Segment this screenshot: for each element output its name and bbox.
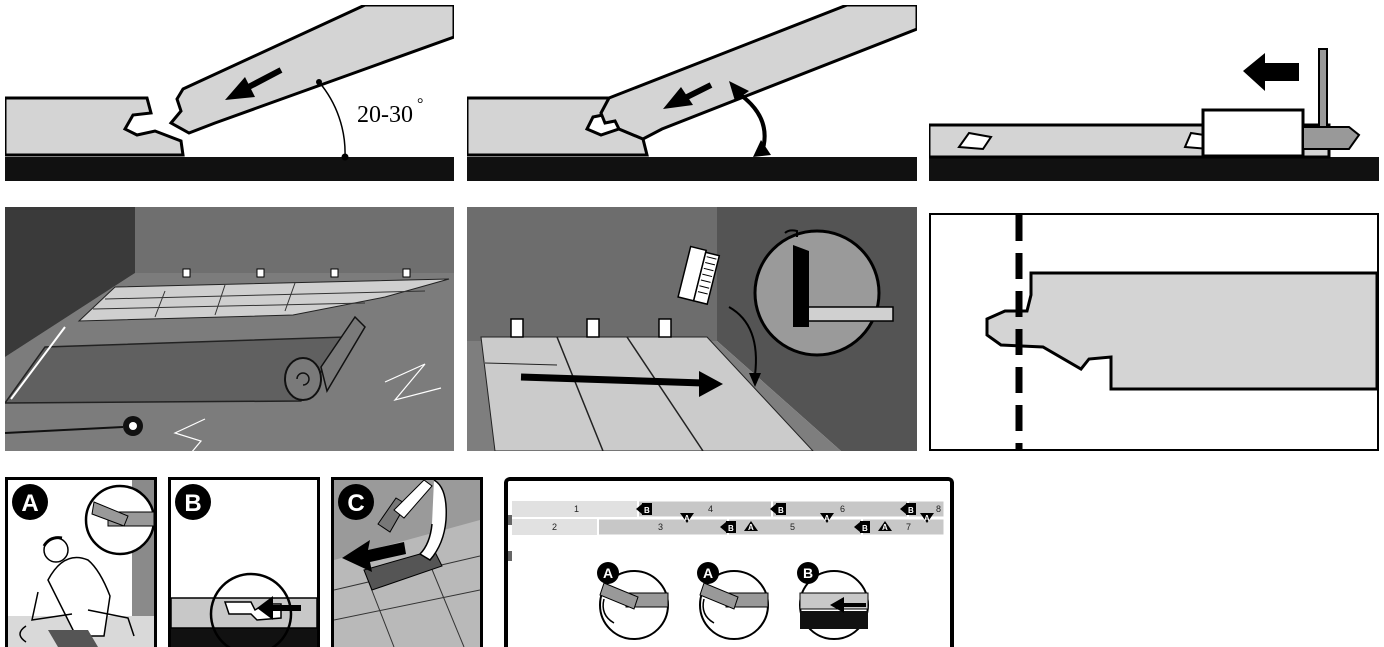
floor-base — [5, 157, 454, 181]
underlay-roll — [285, 358, 321, 400]
panel-tap-block — [929, 5, 1379, 181]
svg-text:B: B — [728, 524, 734, 533]
spacer-3 — [659, 319, 671, 337]
svg-text:A: A — [748, 523, 754, 532]
schema-row1-seg4: 8 — [936, 504, 941, 514]
svg-text:B: B — [778, 506, 784, 515]
schema-row1-seg2: 4 — [708, 504, 713, 514]
floor-base — [467, 157, 917, 181]
step-b-illustration: B — [171, 480, 317, 647]
layout-schema-illustration: 1 4 6 8 2 3 5 7 B A B A B A B A B A — [508, 481, 950, 647]
tap-block-illustration — [929, 5, 1379, 181]
svg-text:A: A — [924, 514, 930, 523]
step-c-illustration: C — [334, 480, 480, 647]
tapping-block — [1203, 110, 1303, 156]
detail-magnifier — [755, 231, 879, 355]
svg-text:B: B — [803, 565, 813, 581]
schema-row2-seg3: 5 — [790, 522, 795, 532]
back-wall — [135, 207, 454, 273]
pull-bar-foot — [1303, 127, 1359, 149]
panel-trim-line — [929, 213, 1379, 451]
svg-text:B: B — [908, 506, 914, 515]
wall-edge — [793, 245, 809, 327]
underlay-room-illustration — [5, 207, 454, 451]
schema-row2-seg4: 7 — [906, 522, 911, 532]
step-a-illustration: A — [8, 480, 154, 647]
panel-step-b: B — [168, 477, 320, 647]
angle-label: 20-30 — [357, 102, 413, 128]
panel-step-a: A — [5, 477, 157, 647]
svg-text:A: A — [824, 514, 830, 523]
pull-bar-handle — [1319, 49, 1327, 129]
angle-insertion-illustration: 20-30 ° — [5, 5, 454, 181]
svg-text:B: B — [644, 506, 650, 515]
spacer-1 — [511, 319, 523, 337]
step-b-label: B — [184, 490, 201, 517]
trim-line-illustration — [931, 215, 1377, 449]
panel-step-c: C — [331, 477, 483, 647]
svg-text:A: A — [703, 565, 713, 581]
schema-row1-seg3: 6 — [840, 504, 845, 514]
svg-text:A: A — [684, 514, 690, 523]
angle-degree-symbol: ° — [417, 96, 423, 113]
fold-down-illustration — [467, 5, 917, 181]
svg-text:A: A — [603, 565, 613, 581]
svg-text:A: A — [882, 523, 888, 532]
step-a-label: A — [21, 490, 38, 517]
svg-text:B: B — [862, 524, 868, 533]
spacers-room-illustration — [467, 207, 917, 451]
step-c-label: C — [347, 490, 364, 517]
spacer-2 — [587, 319, 599, 337]
panel-spacers-room — [467, 207, 917, 451]
panel-fold-down — [467, 5, 917, 181]
schema-row1-seg1: 1 — [574, 504, 579, 514]
panel-layout-schema: 1 4 6 8 2 3 5 7 B A B A B A B A B A — [504, 477, 954, 647]
schema-row2-seg2: 3 — [658, 522, 663, 532]
panel-underlay-room — [5, 207, 454, 451]
schema-row2-seg1: 2 — [552, 522, 557, 532]
panel-angle-insertion: 20-30 ° — [5, 5, 454, 181]
floor-base — [929, 157, 1379, 181]
